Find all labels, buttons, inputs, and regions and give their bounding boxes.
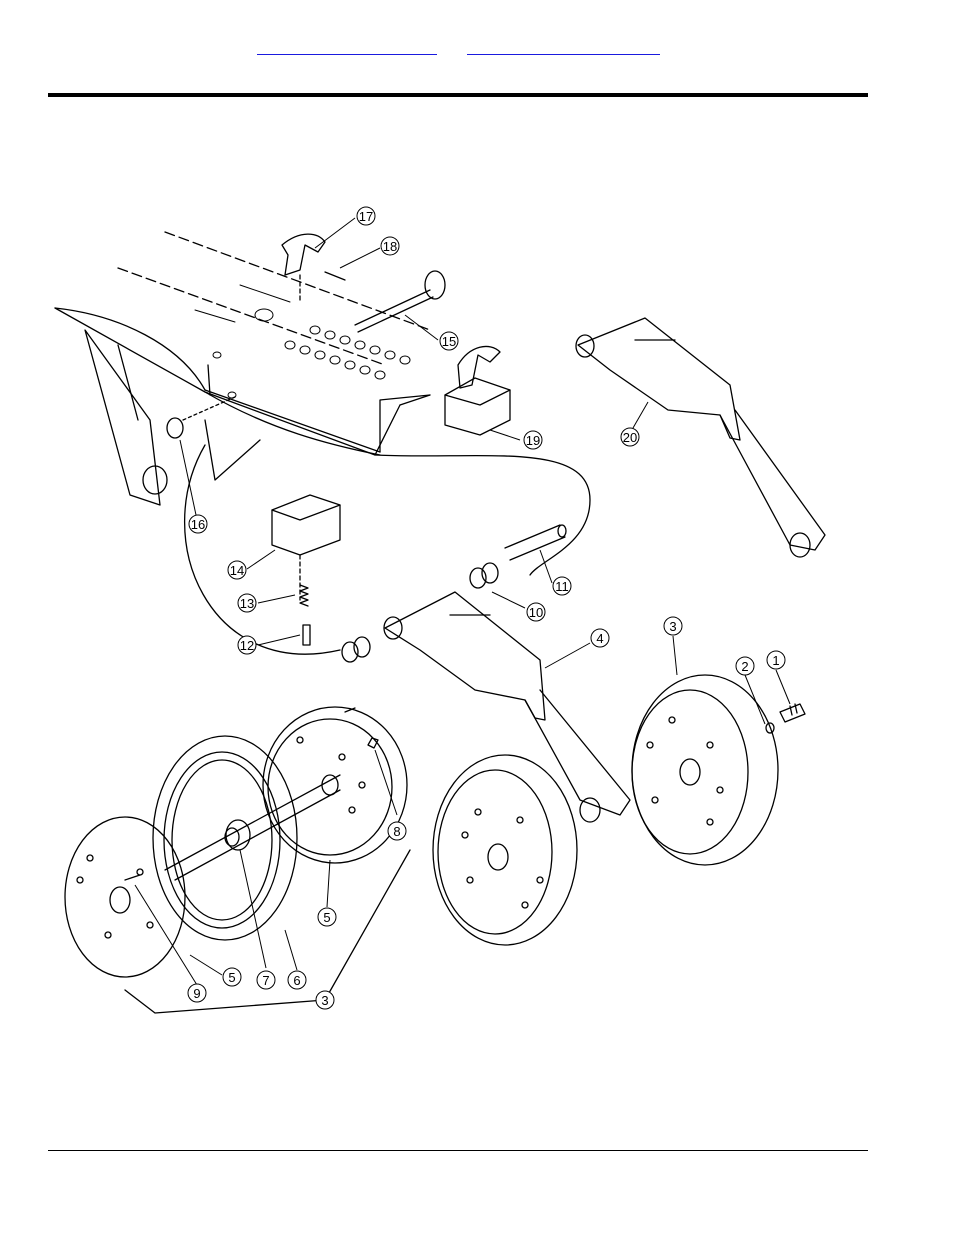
part-17-handle [282,234,325,300]
callout-3-upper: 3 [669,619,676,634]
callout-17: 17 [359,209,373,224]
header-rule [48,93,868,97]
exploded-parts-diagram: 1 2 3 3 4 5 5 6 7 8 9 10 11 12 13 14 15 … [48,198,838,1024]
callout-6: 6 [293,973,300,988]
callout-2: 2 [741,659,748,674]
part-13-spring [300,585,308,606]
callout-8: 8 [393,824,400,839]
header-link-2[interactable] [467,40,660,55]
header-link-1[interactable] [257,40,437,55]
callout-7: 7 [262,973,269,988]
callout-5-upper: 5 [323,910,330,925]
callout-13: 13 [240,596,254,611]
part-4-arm [384,592,630,822]
callout-18: 18 [383,239,397,254]
callout-12: 12 [240,638,254,653]
part-15-bolt [355,271,445,332]
part-20-arm [576,318,825,557]
part-12-pin [303,625,310,645]
callout-14: 14 [230,563,244,578]
part-5-plate-lower [65,817,185,977]
callout-5-lower: 5 [228,970,235,985]
callout-16: 16 [191,517,205,532]
part-8-nut [368,738,378,748]
part-9-bolt [125,875,140,880]
callout-20: 20 [623,430,637,445]
mounting-frame-drawing [55,232,590,654]
part-1-bolt [780,704,805,722]
callout-3-lower: 3 [321,993,328,1008]
callout-1: 1 [772,653,779,668]
callout-15: 15 [442,334,456,349]
bushing-left [342,637,370,662]
callout-11: 11 [555,579,569,594]
part-19-block [445,346,510,435]
footer-rule [48,1150,868,1151]
part-10-bushing [470,563,498,588]
part-18-pin [325,272,345,280]
callout-4: 4 [596,631,603,646]
callout-9: 9 [193,986,200,1001]
part-14-block [272,495,340,600]
wheel-middle [433,755,577,945]
part-5-plate-upper [263,707,407,863]
callout-19: 19 [526,433,540,448]
part-7-bearing [165,775,340,880]
callout-10: 10 [529,605,543,620]
